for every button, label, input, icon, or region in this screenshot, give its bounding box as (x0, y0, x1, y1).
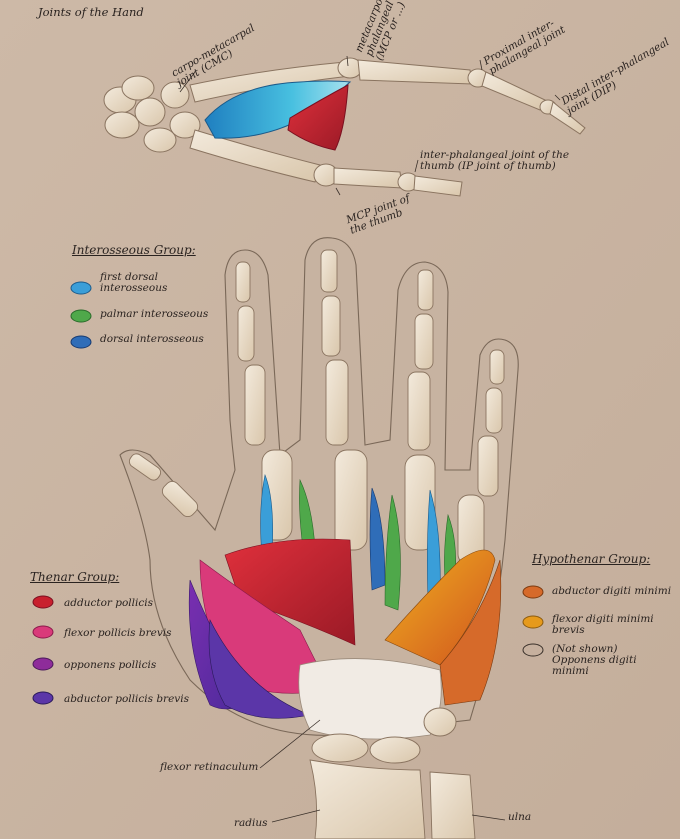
legend-item-label: palmar interosseous (100, 308, 209, 320)
finger-bones (128, 249, 505, 566)
legend-item-label: first dorsal interosseous (100, 271, 168, 295)
label-ulna: ulna (508, 811, 532, 823)
legend-thenar-title: Thenar Group: (30, 570, 120, 584)
legend-item-label: opponens pollicis (64, 659, 157, 671)
swatch-flexor-pollicis-brevis (32, 625, 54, 639)
swatch-abductor-pollicis-brevis (32, 691, 54, 705)
flexor-retinaculum (298, 658, 442, 740)
legend-item-label: abductor digiti minimi (552, 585, 672, 597)
legend-item-label: adductor pollicis (64, 597, 153, 609)
swatch-opponens-digiti-minimi (522, 643, 544, 657)
swatch-first-dorsal-interosseous (70, 281, 92, 295)
interossei-muscles (260, 473, 456, 611)
legend-item-label: flexor digiti minimi brevis (552, 613, 654, 637)
legend-item-label: abductor pollicis brevis (64, 693, 189, 705)
swatch-dorsal-interosseous (70, 335, 92, 349)
diagram-title: Joints of the Hand (38, 5, 144, 19)
side-view-hand (103, 57, 586, 197)
swatch-opponens-pollicis (32, 657, 54, 671)
forearm-bones (309, 733, 476, 839)
label-radius: radius (234, 817, 268, 829)
legend-item-label: (Not shown) Opponens digiti minimi (552, 643, 637, 678)
swatch-abductor-digiti-minimi (522, 585, 544, 599)
swatch-adductor-pollicis (32, 595, 54, 609)
thenar-muscles (188, 538, 356, 719)
label-flexor-retinaculum: flexor retinaculum (160, 761, 259, 773)
legend-item-label: dorsal interosseous (100, 333, 204, 345)
legend-item-label: flexor pollicis brevis (64, 627, 172, 639)
legend-hypothenar-title: Hypothenar Group: (532, 552, 651, 566)
swatch-flexor-digiti-minimi-brevis (522, 615, 544, 629)
label-ip-thumb-joint: inter-phalangeal joint of the thumb (IP … (420, 149, 570, 173)
legend-interosseous-title: Interosseous Group: (72, 243, 196, 257)
swatch-palmar-interosseous (70, 309, 92, 323)
hypothenar-muscles (384, 549, 502, 706)
